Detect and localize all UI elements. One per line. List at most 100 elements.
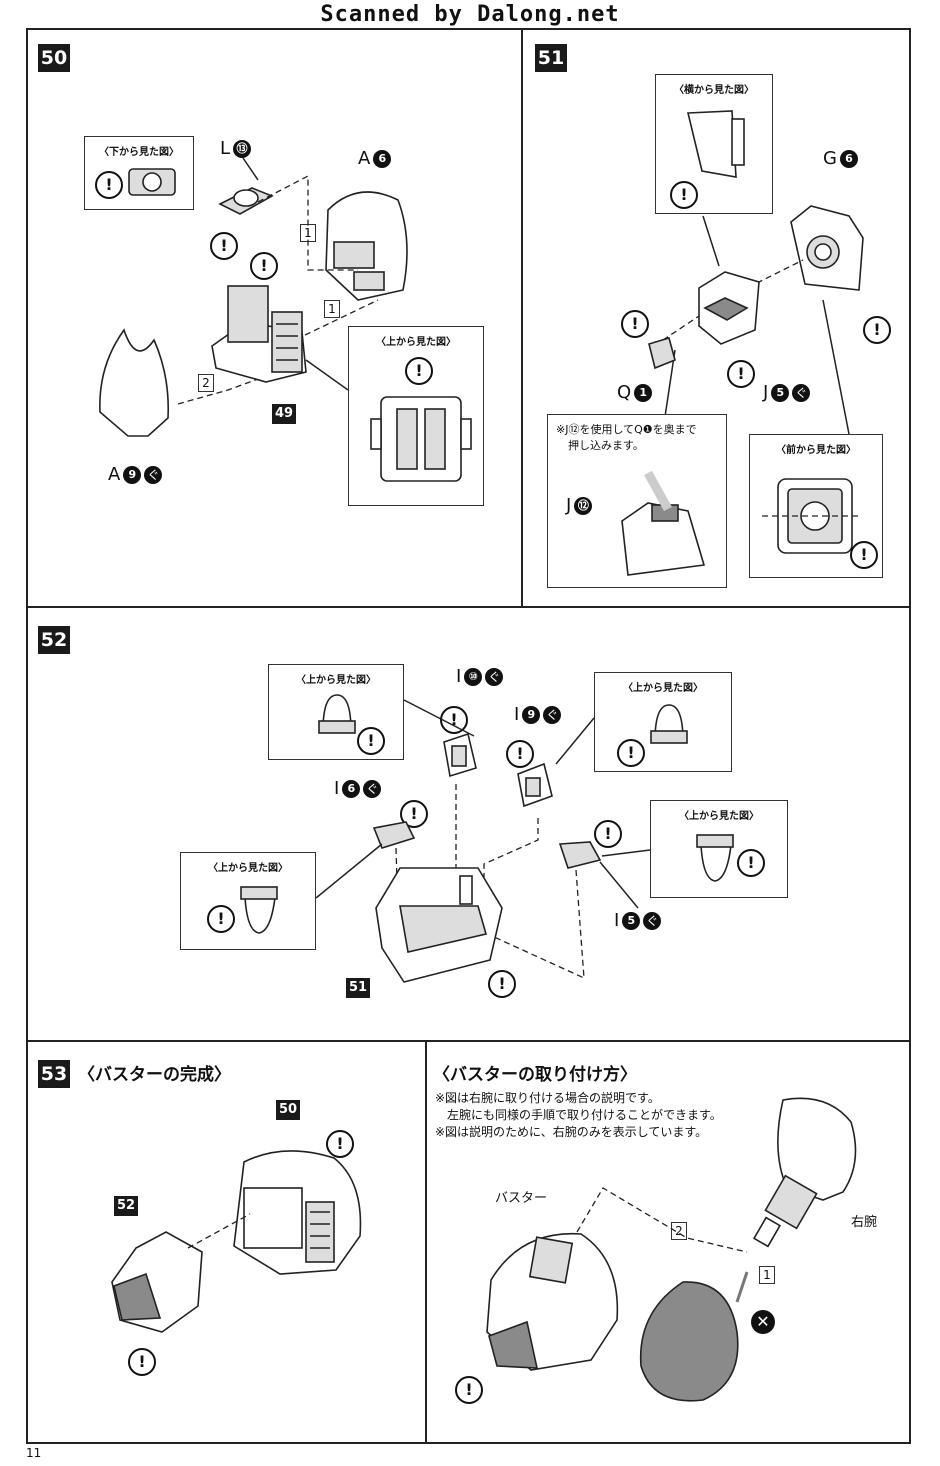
part-top-view [318,694,356,734]
warning-icon: ! [488,970,516,998]
part-buster [486,1232,619,1371]
sequence-1b: 1 [324,300,340,318]
warning-icon: ! [326,1130,354,1158]
part-a9 [99,328,170,437]
warning-icon: ! [621,310,649,338]
part-bottom-view [128,168,176,196]
callout-side-view: 〈横から見た図〉 ! [655,74,773,214]
callout-top-view-i5: 〈上から見た図〉 ! [650,800,788,898]
ref-step-51: 51 [346,978,370,998]
part-g6 [790,205,864,291]
warning-icon: ! [863,316,891,344]
part-top-view [650,704,688,744]
warning-icon: ! [455,1376,483,1404]
callout-title: 〈横から見た図〉 [674,85,754,96]
callout-top-view: 〈上から見た図〉 ! [348,326,484,506]
scan-header: Scanned by Dalong.net [320,2,620,27]
part-i10 [443,732,477,778]
part-49 [211,285,307,383]
ref-step-50: 50 [276,1100,300,1120]
callout-top-view-i6: 〈上から見た図〉 ! [180,852,316,950]
callout-title: 〈前から見た図〉 [776,445,856,456]
part-top-view [370,396,472,482]
callout-title: 〈上から見た図〉 [208,863,288,874]
warning-icon: ! [670,181,698,209]
note-1: ※図は右腕に取り付ける場合の説明です。 [435,1091,660,1105]
step-53-title: 〈バスターの完成〉 [78,1065,231,1085]
warning-icon: ! [440,706,468,734]
part-right-arm [752,1097,857,1248]
part-side-view [686,110,745,178]
callout-title: 〈上から見た図〉 [296,675,376,686]
part-l13 [218,157,274,215]
part-hand-not-used [639,1281,739,1402]
warning-icon: ! [207,905,235,933]
callout-top-view-i10: 〈上から見た図〉 ! [268,664,404,760]
warning-icon: ! [737,849,765,877]
warning-icon: ! [727,360,755,388]
attach-title: 〈バスターの取り付け方〉 [433,1065,637,1085]
part-i9 [517,762,553,808]
warning-icon: ! [250,252,278,280]
step-53-panel: 53 〈バスターの完成〉 50 ! 52 ! [26,1040,427,1444]
part-i6 [372,821,416,849]
warning-icon: ! [128,1348,156,1376]
warning-icon: ! [617,739,645,767]
note-line-1: ※J⑫を使用してQ❶を奥まで [556,423,697,436]
part-top-view [240,886,278,934]
step-number: 53 [38,1060,70,1088]
callout-top-view-i9: 〈上から見た図〉 ! [594,672,732,772]
step-number: 51 [535,44,567,72]
guide-lines [187,1213,251,1249]
note-2: 左腕にも同様の手順で取り付けることができます。 [447,1108,722,1122]
ref-step-49: 49 [272,404,296,424]
sequence-1: 1 [759,1266,775,1284]
warning-icon: ! [506,740,534,768]
cross-icon: ✕ [751,1310,775,1334]
guide-lines [576,1187,749,1303]
part-j5 [698,271,760,345]
part-top-view [696,834,734,882]
part-51-body [375,867,503,983]
callout-bottom-view: 〈下から見た図〉 ! [84,136,194,210]
ref-step-52: 52 [114,1196,138,1216]
callout-title: 〈上から見た図〉 [376,337,456,348]
warning-icon: ! [405,357,433,385]
callout-title: 〈上から見た図〉 [679,811,759,822]
part-a6 [325,191,408,301]
label-right-arm: 右腕 [851,1215,878,1230]
part-50-assembled [233,1150,362,1275]
warning-icon: ! [95,171,123,199]
part-j12-tool [621,470,706,576]
part-52-assembled [111,1231,203,1333]
attach-panel: 〈バスターの取り付け方〉 ※図は右腕に取り付ける場合の説明です。 左腕にも同様の… [425,1040,911,1444]
note-3: ※図は説明のために、右腕のみを表示しています。 [435,1125,708,1139]
warning-icon: ! [594,820,622,848]
warning-icon: ! [850,541,878,569]
label-buster: バスター [495,1191,548,1206]
sequence-2: 2 [198,374,214,392]
part-q1 [648,336,676,370]
callout-title: 〈下から見た図〉 [99,147,179,158]
warning-icon: ! [357,727,385,755]
part-i5 [558,841,602,869]
page-number: 11 [26,1446,42,1460]
callout-title: 〈上から見た図〉 [623,683,703,694]
step-number: 50 [38,44,70,72]
warning-icon: ! [210,232,238,260]
callout-front-view: 〈前から見た図〉 ! [749,434,883,578]
